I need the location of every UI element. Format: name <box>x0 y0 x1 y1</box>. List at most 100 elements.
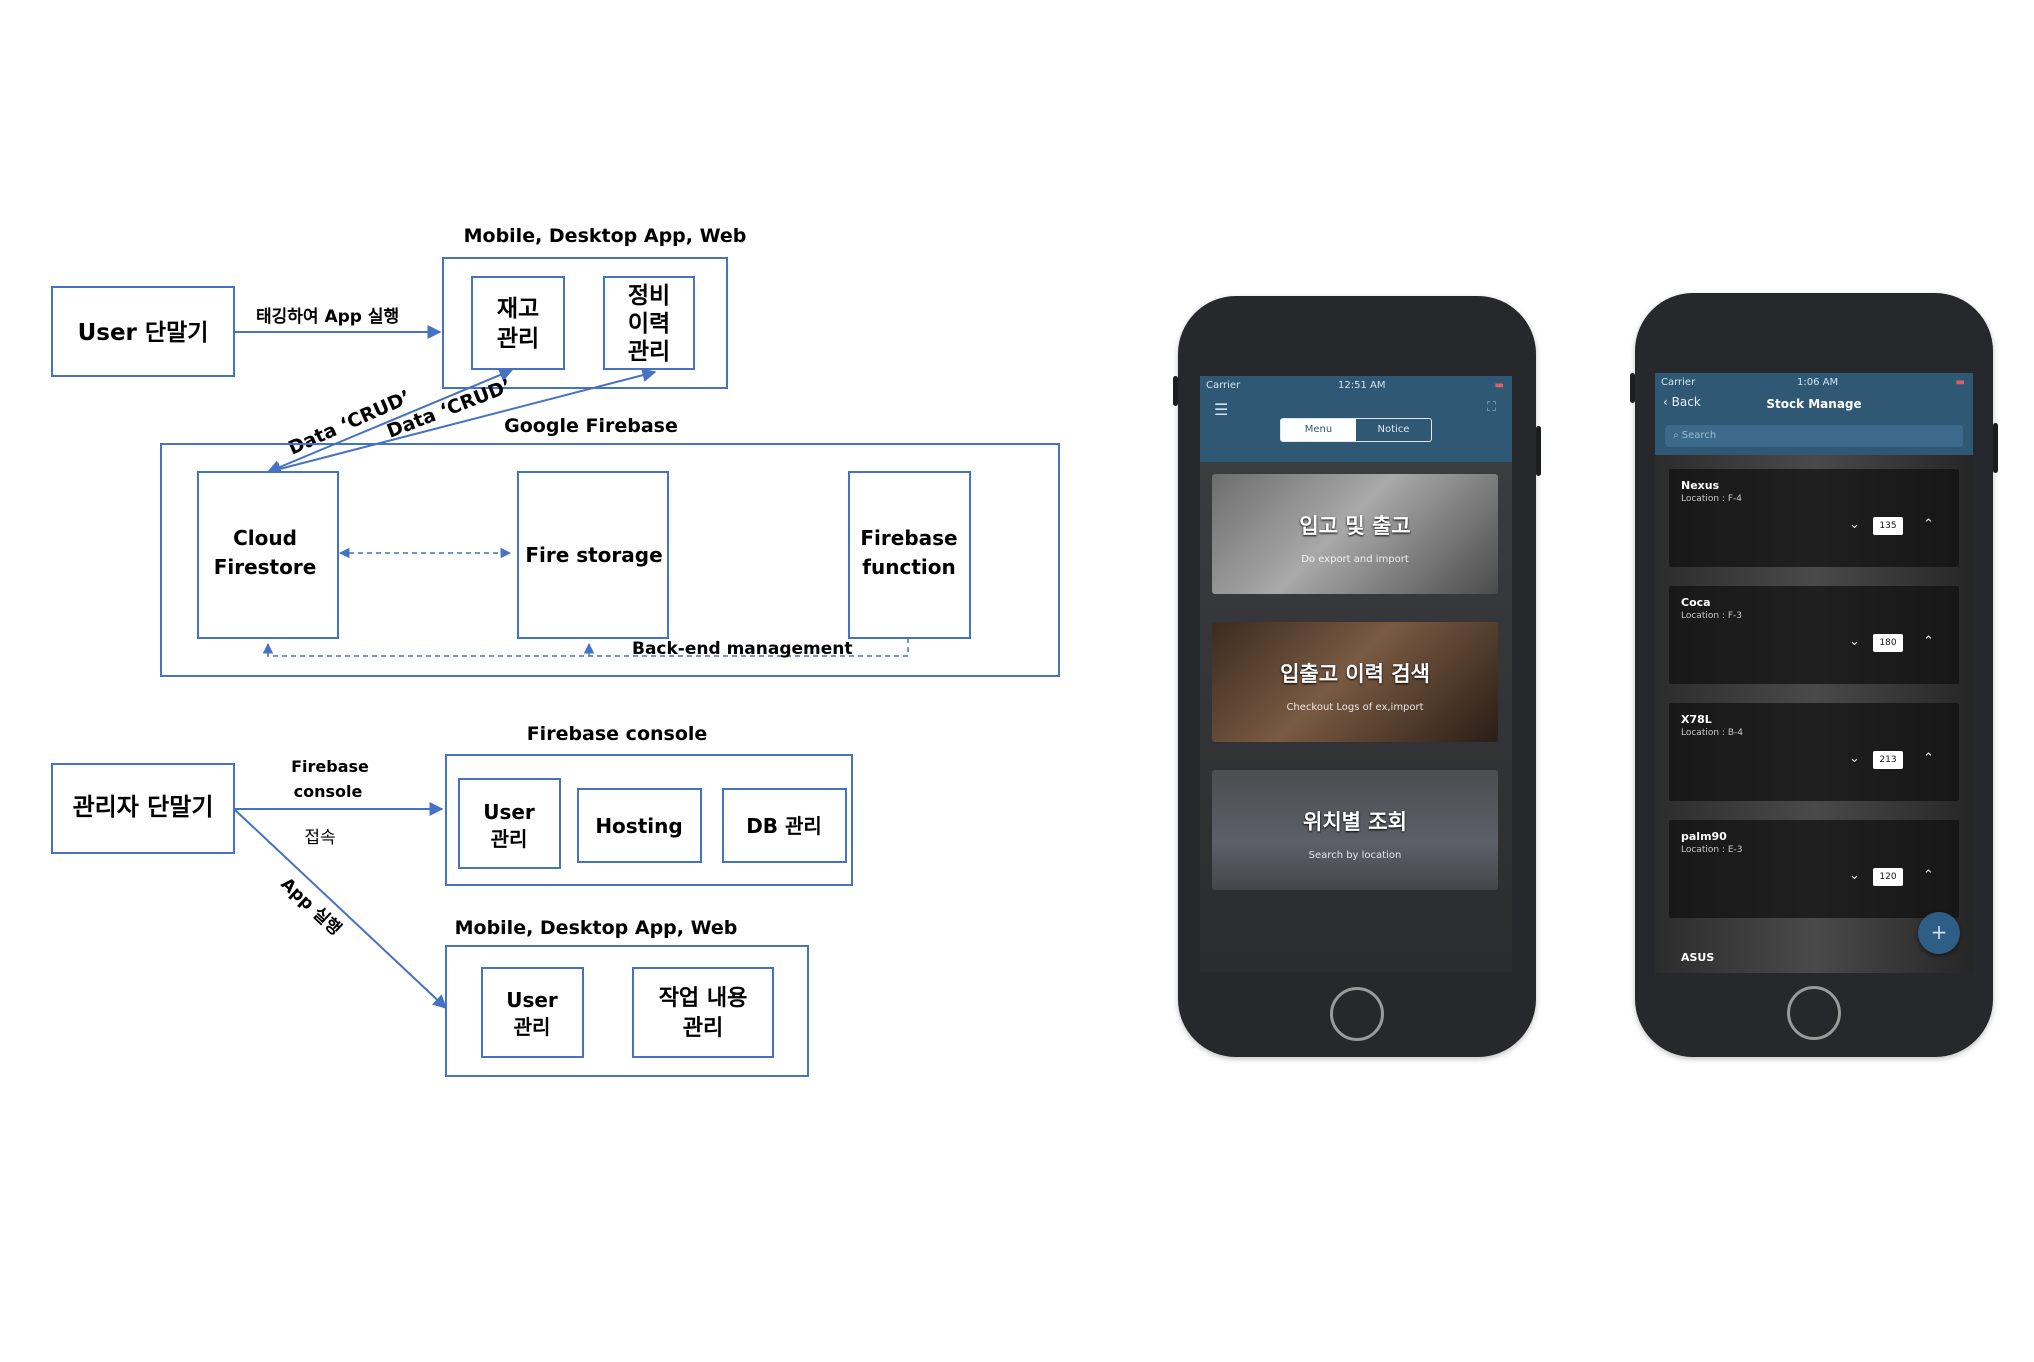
status-time: 12:51 AM <box>1338 380 1386 391</box>
home-button[interactable] <box>1787 986 1841 1040</box>
expand-icon[interactable]: ⛶ <box>1486 400 1496 415</box>
console-user-mgmt-line1: User <box>483 800 535 824</box>
stock-item[interactable]: X78L Location : B-4 ⌄ 213 ⌃ <box>1669 703 1959 801</box>
menu-item-location[interactable]: 위치별 조회 Search by location <box>1212 770 1498 890</box>
page-title: Stock Manage <box>1766 397 1862 411</box>
menu-item-subtitle: Checkout Logs of ex,import <box>1286 702 1424 713</box>
stock-item[interactable]: Coca Location : F-3 ⌄ 180 ⌃ <box>1669 586 1959 684</box>
console-link-line2: console <box>294 782 363 801</box>
hosting-box <box>577 788 702 863</box>
item-name: Coca <box>1681 596 1711 609</box>
bottom-user-mgmt-line1: User <box>506 988 558 1012</box>
phone-side-button <box>1173 376 1178 406</box>
backend-mgmt-label: Back-end management <box>632 639 853 659</box>
user-terminal-box <box>51 286 235 377</box>
status-bar: Carrier 12:51 AM ▬ <box>1200 376 1512 396</box>
menu-screen: Carrier 12:51 AM ▬ ☰ ⛶ Menu Notice 입고 및 … <box>1200 376 1512 972</box>
bottom-app-title: Mobile, Desktop App, Web <box>455 917 738 939</box>
segment-menu[interactable]: Menu <box>1281 419 1356 441</box>
architecture-diagram: User 단말기 태깅하여 App 실행 Mobile, Desktop App… <box>51 225 1060 1077</box>
phone-menu: Carrier 12:51 AM ▬ ☰ ⛶ Menu Notice 입고 및 … <box>1173 296 1541 1057</box>
search-bar[interactable]: ⌕ Search <box>1665 425 1963 447</box>
item-location: Location : B-4 <box>1681 728 1743 738</box>
item-name: palm90 <box>1681 830 1727 843</box>
bottom-user-mgmt-box <box>481 967 584 1058</box>
tagging-label: 태깅하여 App 실행 <box>256 307 399 327</box>
console-user-mgmt-line2: 관리 <box>491 827 528 851</box>
admin-terminal-label: 관리자 단말기 <box>73 793 214 821</box>
firebase-console-title: Firebase console <box>527 723 708 745</box>
quantity-field[interactable]: 135 <box>1873 517 1903 535</box>
back-button[interactable]: ‹ Back <box>1663 395 1701 409</box>
stock-item[interactable]: Nexus Location : F-4 ⌄ 135 ⌃ <box>1669 469 1959 567</box>
quantity-field[interactable]: 120 <box>1873 868 1903 886</box>
maintenance-mgmt-line1: 정비 <box>628 283 670 309</box>
phone-stock: Carrier 1:06 AM ▬ ‹ Back Stock Manage ⌕ … <box>1630 293 1998 1057</box>
increment-icon[interactable]: ⌃ <box>1923 517 1934 532</box>
decrement-icon[interactable]: ⌄ <box>1849 517 1860 532</box>
add-button[interactable]: + <box>1918 912 1960 954</box>
battery-icon: ▬ <box>1494 380 1504 391</box>
stock-item[interactable]: palm90 Location : E-3 ⌄ 120 ⌃ <box>1669 820 1959 918</box>
inventory-mgmt-line2: 관리 <box>497 326 539 352</box>
cloud-firestore-line1: Cloud <box>233 526 297 550</box>
menu-item-subtitle: Do export and import <box>1301 554 1409 565</box>
crud-arrow-maintenance <box>266 368 657 476</box>
item-location: Location : F-4 <box>1681 494 1742 504</box>
back-label: Back <box>1671 395 1701 409</box>
increment-icon[interactable]: ⌃ <box>1923 868 1934 883</box>
decrement-icon[interactable]: ⌄ <box>1849 868 1860 883</box>
menu-item-subtitle: Search by location <box>1308 850 1402 861</box>
cloud-firestore-line2: Firestore <box>214 555 317 579</box>
db-mgmt-box <box>722 788 847 863</box>
home-button[interactable] <box>1330 987 1384 1041</box>
decrement-icon[interactable]: ⌄ <box>1849 751 1860 766</box>
hosting-label: Hosting <box>595 814 682 838</box>
item-location: Location : F-3 <box>1681 611 1742 621</box>
item-name: X78L <box>1681 713 1712 726</box>
work-content-mgmt-line2: 관리 <box>683 1016 723 1041</box>
fire-storage-label: Fire storage <box>525 543 662 567</box>
quantity-field[interactable]: 213 <box>1873 751 1903 769</box>
increment-icon[interactable]: ⌃ <box>1923 634 1934 649</box>
menu-item-history[interactable]: 입출고 이력 검색 Checkout Logs of ex,import <box>1212 622 1498 742</box>
cloud-firestore-box <box>197 471 339 639</box>
firebase-function-line1: Firebase <box>860 526 957 550</box>
stock-screen: Carrier 1:06 AM ▬ ‹ Back Stock Manage ⌕ … <box>1655 373 1973 973</box>
search-placeholder: Search <box>1681 430 1717 441</box>
carrier-text: Carrier <box>1206 380 1241 391</box>
bottom-user-mgmt-line2: 관리 <box>514 1015 551 1039</box>
console-link-line1: Firebase <box>291 757 369 776</box>
user-terminal-label: User 단말기 <box>78 320 209 346</box>
menu-item-title: 입고 및 출고 <box>1299 514 1411 538</box>
firebase-console-group <box>445 754 853 886</box>
firebase-function-line2: function <box>862 555 955 579</box>
phone-side-button <box>1993 423 1998 473</box>
menu-item-inout[interactable]: 입고 및 출고 Do export and import <box>1212 474 1498 594</box>
search-icon: ⌕ <box>1673 430 1679 441</box>
item-location: Location : E-3 <box>1681 845 1743 855</box>
menu-item-title: 위치별 조회 <box>1303 810 1407 834</box>
db-mgmt-label: DB 관리 <box>746 814 822 838</box>
segmented-control: Menu Notice <box>1280 418 1432 442</box>
app-run-label: App 실행 <box>277 874 345 940</box>
hamburger-icon[interactable]: ☰ <box>1214 400 1229 419</box>
menu-item-title: 입출고 이력 검색 <box>1280 662 1430 686</box>
inventory-mgmt-line1: 재고 <box>497 296 539 322</box>
decrement-icon[interactable]: ⌄ <box>1849 634 1860 649</box>
work-content-mgmt-box <box>632 967 774 1058</box>
console-user-mgmt-box <box>458 778 561 869</box>
quantity-field[interactable]: 180 <box>1873 634 1903 652</box>
status-bar: Carrier 1:06 AM ▬ <box>1655 373 1973 393</box>
app-run-arrow <box>233 808 448 1009</box>
work-content-mgmt-line1: 작업 내용 <box>659 986 748 1011</box>
fire-storage-box <box>517 471 669 639</box>
chevron-left-icon: ‹ <box>1663 395 1668 409</box>
top-app-title: Mobile, Desktop App, Web <box>464 225 747 247</box>
segment-notice[interactable]: Notice <box>1377 424 1410 435</box>
firebase-function-box <box>848 471 971 639</box>
phone-side-button <box>1536 426 1541 476</box>
increment-icon[interactable]: ⌃ <box>1923 751 1934 766</box>
access-label: 접속 <box>304 828 335 848</box>
